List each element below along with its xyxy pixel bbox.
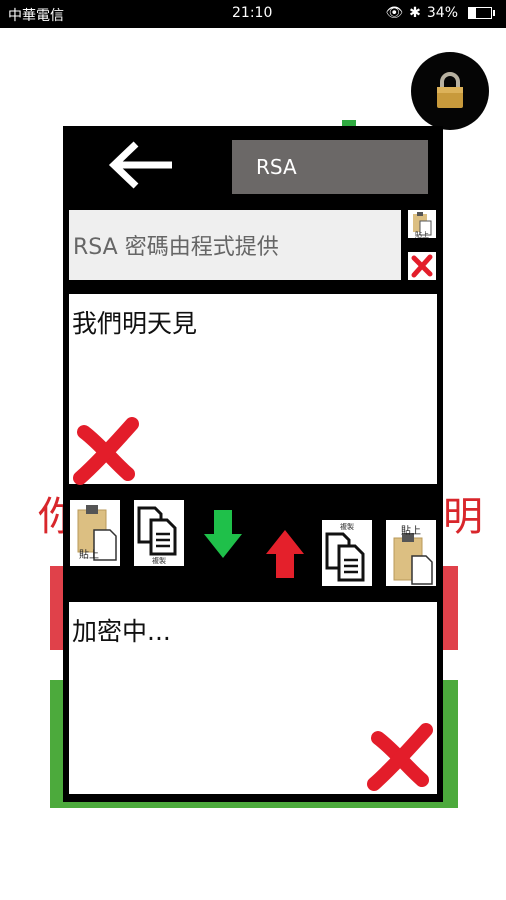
lock-button[interactable] xyxy=(411,52,489,130)
decrypt-up-button[interactable] xyxy=(264,528,306,580)
copy-caption-2: 複製 xyxy=(340,523,354,531)
ciphertext-clear-button[interactable] xyxy=(364,720,436,792)
copy-documents-icon xyxy=(325,532,365,582)
clipboard-paste-icon xyxy=(393,533,433,585)
arrow-left-icon xyxy=(108,141,172,189)
battery-icon xyxy=(468,7,495,19)
arrow-up-icon xyxy=(266,530,304,578)
plaintext-clear-button[interactable] xyxy=(70,414,142,486)
status-icons: 👁 ✱ 34% xyxy=(385,5,495,21)
ciphertext-value: 加密中... xyxy=(72,617,171,646)
clock: 21:10 xyxy=(232,5,273,21)
paste-ciphertext-button[interactable]: 貼上 xyxy=(386,520,436,586)
plaintext-value: 我們明天見 xyxy=(72,309,198,338)
paste-plaintext-button[interactable]: 貼上 xyxy=(70,500,120,566)
background-green-edge xyxy=(342,120,356,130)
encrypt-down-button[interactable] xyxy=(202,508,244,560)
clipboard-paste-icon xyxy=(77,505,117,561)
key-paste-caption: 貼上 xyxy=(415,231,429,239)
copy-documents-icon xyxy=(137,506,177,556)
algorithm-select[interactable]: RSA xyxy=(232,140,428,194)
paste-caption: 貼上 xyxy=(79,550,99,561)
key-input[interactable]: RSA 密碼由程式提供 xyxy=(69,210,401,280)
key-clear-button[interactable] xyxy=(408,252,436,280)
back-button[interactable] xyxy=(108,140,180,190)
copy-ciphertext-button[interactable]: 複製 xyxy=(322,520,372,586)
status-bar: 中華電信 21:10 👁 ✱ 34% xyxy=(0,0,506,28)
background-text-right: 明 xyxy=(443,494,483,540)
carrier-label: 中華電信 xyxy=(8,8,64,24)
red-x-icon xyxy=(411,254,433,278)
bluetooth-icon: ✱ xyxy=(409,5,421,21)
plaintext-area[interactable] xyxy=(69,294,437,484)
lock-icon xyxy=(437,72,463,108)
red-x-icon xyxy=(367,723,433,791)
eye-icon: 👁 xyxy=(385,5,404,21)
arrow-down-icon xyxy=(204,510,242,558)
red-x-icon xyxy=(73,417,139,485)
paste-caption-2: 貼上 xyxy=(401,526,421,537)
ciphertext-area[interactable] xyxy=(69,602,437,794)
clipboard-paste-icon xyxy=(413,212,432,236)
copy-plaintext-button[interactable]: 複製 xyxy=(134,500,184,566)
battery-percent: 34% xyxy=(426,5,458,21)
copy-caption: 複製 xyxy=(152,557,166,565)
key-paste-button[interactable]: 貼上 xyxy=(408,210,436,239)
